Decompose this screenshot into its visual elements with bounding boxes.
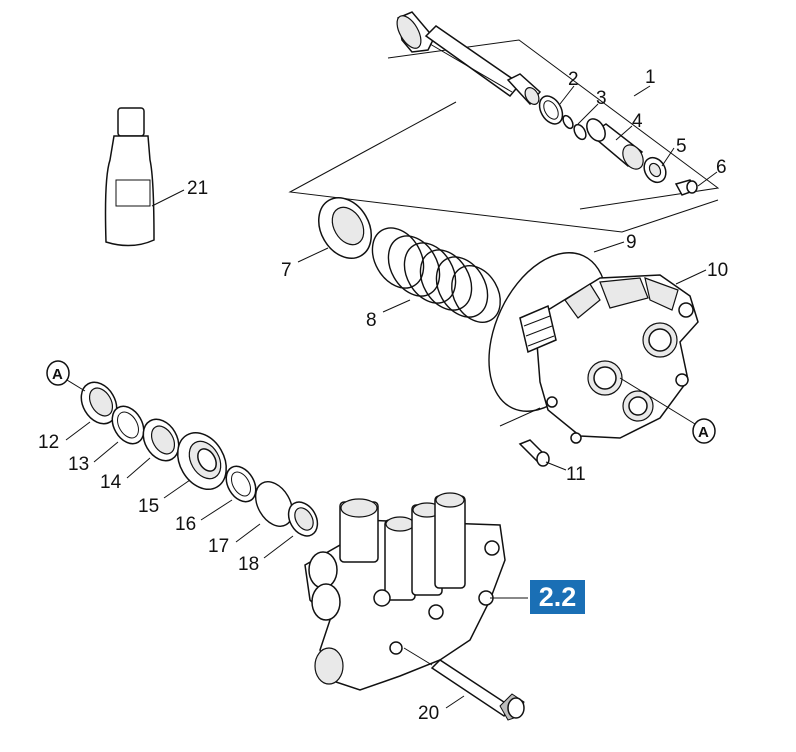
leader-11 <box>545 461 567 471</box>
leader-6 <box>697 171 718 187</box>
leader-14 <box>126 457 151 479</box>
callout-3: 3 <box>596 88 607 109</box>
screw-part-6 <box>674 179 698 196</box>
callout-20: 20 <box>418 703 439 724</box>
callout-12: 12 <box>38 432 59 453</box>
bottle-part-21 <box>104 107 155 247</box>
oring-part-3 <box>562 114 587 141</box>
callout-14: 14 <box>100 472 122 493</box>
callout-10: 10 <box>707 260 728 281</box>
seal-part-12 <box>80 381 118 425</box>
leader-18 <box>263 535 294 559</box>
leader-7 <box>297 247 329 263</box>
leader-21 <box>151 189 185 207</box>
callout-7: 7 <box>281 260 292 281</box>
leader-9 <box>593 241 625 253</box>
leader-3 <box>577 103 599 125</box>
callout-2: 2 <box>568 69 579 90</box>
bolt-part-11 <box>499 407 550 467</box>
oring-part-17 <box>254 481 294 527</box>
marker-a-right: A <box>692 418 716 444</box>
bolt-part-20 <box>403 647 525 721</box>
callout-18: 18 <box>238 554 259 575</box>
ring-part-13 <box>111 405 145 445</box>
section-badge: 2.2 <box>530 580 585 614</box>
seat-part-7 <box>318 197 372 259</box>
callout-17: 17 <box>208 536 229 557</box>
marker-a-left: A <box>46 360 70 386</box>
leader-1 <box>633 85 651 97</box>
marker-a-right-label: A <box>698 424 709 441</box>
callout-15: 15 <box>138 496 159 517</box>
leader-15 <box>163 479 191 499</box>
ring-part-18 <box>287 501 319 537</box>
ring-part-14 <box>142 418 180 462</box>
leader-12 <box>65 421 91 441</box>
leader-5 <box>661 147 675 167</box>
callout-8: 8 <box>366 310 377 331</box>
leader-4 <box>615 125 633 141</box>
piston-part-1 <box>396 11 542 106</box>
spring-part-8 <box>371 227 501 323</box>
callout-6: 6 <box>716 157 727 178</box>
leader-8 <box>382 299 411 313</box>
leader-17 <box>235 523 261 543</box>
leader-2 <box>559 85 575 105</box>
marker-a-left-label: A <box>52 366 63 383</box>
leader-13 <box>93 441 119 463</box>
callout-1: 1 <box>645 67 656 88</box>
callout-21: 21 <box>187 178 208 199</box>
sleeve-part-4 <box>586 118 644 170</box>
ring-part-16 <box>225 465 257 503</box>
bracket-frame-7 <box>288 101 719 233</box>
leader-16 <box>200 499 233 521</box>
callout-16: 16 <box>175 514 196 535</box>
leader-10 <box>675 269 707 285</box>
callout-11: 11 <box>566 464 586 485</box>
callout-13: 13 <box>68 454 89 475</box>
leader-20 <box>445 695 465 709</box>
ring-part-2 <box>538 95 564 125</box>
callout-5: 5 <box>676 136 687 157</box>
seal-part-15 <box>177 432 227 490</box>
callout-9: 9 <box>626 232 637 253</box>
pump-head-part-10 <box>519 274 699 444</box>
callout-4: 4 <box>632 111 643 132</box>
washer-part-5 <box>643 156 667 184</box>
manifold-block <box>304 492 506 691</box>
